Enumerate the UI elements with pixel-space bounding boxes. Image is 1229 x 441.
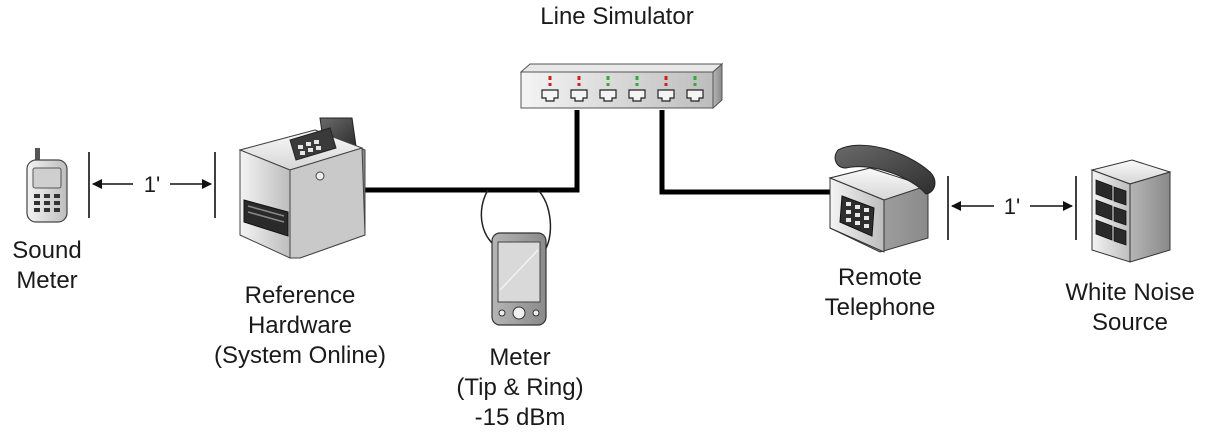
- port-led: [694, 83, 697, 86]
- remote-telephone-label: Remote Telephone: [795, 263, 965, 323]
- meter-label-line: Meter: [420, 343, 620, 373]
- reference-hardware-icon: [240, 118, 365, 258]
- white-noise-source-label-line: White Noise: [1050, 278, 1210, 308]
- line-simulator-label: Line Simulator: [520, 2, 714, 32]
- port-led: [549, 76, 552, 80]
- meter-device-icon: [492, 233, 546, 325]
- line-simulator-icon: [521, 64, 722, 108]
- white-noise-source-icon: [1092, 160, 1170, 262]
- meter-label-line: -15 dBm: [420, 403, 620, 433]
- sound-meter-label-line: Sound: [0, 236, 94, 266]
- line-simulator-title: Line Simulator: [520, 2, 714, 32]
- sound-meter-icon: [27, 148, 67, 222]
- remote-telephone-label-line: Telephone: [795, 293, 965, 323]
- meter-label: Meter (Tip & Ring) -15 dBm: [420, 343, 620, 433]
- left-distance-label: 1': [144, 172, 160, 197]
- port-led: [578, 83, 581, 86]
- port-led: [665, 83, 668, 86]
- port-led: [636, 83, 639, 86]
- reference-hardware-label-line: (System Online): [185, 341, 415, 371]
- reference-hardware-label-line: Reference: [185, 281, 415, 311]
- reference-hardware-label-line: Hardware: [185, 311, 415, 341]
- remote-telephone-icon: [830, 145, 935, 252]
- cable-simulator-to-telephone: [662, 110, 843, 192]
- cable-reference-to-simulator: [360, 110, 577, 190]
- sound-meter-label: Sound Meter: [0, 236, 94, 296]
- white-noise-source-label-line: Source: [1050, 308, 1210, 338]
- right-distance-label: 1': [1004, 194, 1020, 219]
- port-led: [665, 76, 668, 80]
- port-led: [636, 76, 639, 80]
- sound-meter-label-line: Meter: [0, 266, 94, 296]
- port-led: [549, 83, 552, 86]
- port-led: [607, 83, 610, 86]
- white-noise-source-label: White Noise Source: [1050, 278, 1210, 338]
- port-led: [578, 76, 581, 80]
- remote-telephone-label-line: Remote: [795, 263, 965, 293]
- reference-hardware-label: Reference Hardware (System Online): [185, 281, 415, 371]
- port-led: [694, 76, 697, 80]
- meter-label-line: (Tip & Ring): [420, 373, 620, 403]
- port-led: [607, 76, 610, 80]
